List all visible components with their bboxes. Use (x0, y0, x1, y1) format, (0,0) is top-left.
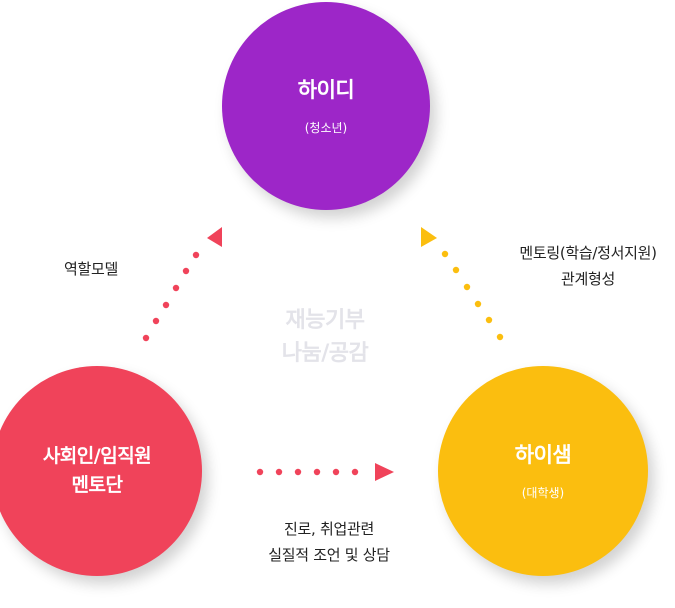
arrow-right-to-top (421, 227, 504, 341)
arrow-left-to-right (256, 463, 394, 481)
arrowhead-right-to-top (421, 227, 437, 247)
center-caption-line1: 재능기부 (285, 308, 365, 333)
edge-label-mentoring-line1: 멘토링(학습/정서지원) (519, 244, 657, 262)
node-hisaem-sub: (대학생) (521, 486, 565, 501)
node-hidi-sub: (청소년) (304, 121, 348, 136)
node-hisaem: 하이샘 (대학생) (438, 366, 648, 576)
edge-label-mentoring: 멘토링(학습/정서지원) 관계형성 (498, 240, 675, 293)
edge-label-career: 진로, 취업관련 실질적 조언 및 상담 (238, 516, 420, 569)
node-mentors-title-line1: 사회인/임직원 (42, 444, 152, 467)
arrow-left-to-top (142, 227, 222, 342)
node-hidi-title: 하이디 (297, 77, 355, 102)
edge-label-mentoring-line2: 관계형성 (560, 270, 615, 289)
edge-label-role-model: 역할모델 (64, 260, 119, 278)
node-mentors-title-line2: 멘토단 (71, 474, 123, 496)
arrowhead-left-to-top (207, 227, 222, 247)
arrowhead-left-to-right (375, 463, 394, 481)
node-hisaem-title: 하이샘 (514, 442, 572, 467)
center-caption-line2: 나눔/공감 (281, 341, 369, 366)
edge-label-career-line1: 진로, 취업관련 (284, 520, 374, 538)
edge-label-career-line2: 실질적 조언 및 상담 (268, 546, 390, 565)
node-mentors: 사회인/임직원 멘토단 (0, 366, 202, 576)
center-caption: 재능기부 나눔/공감 (250, 304, 400, 370)
node-hidi: 하이디 (청소년) (222, 2, 430, 210)
